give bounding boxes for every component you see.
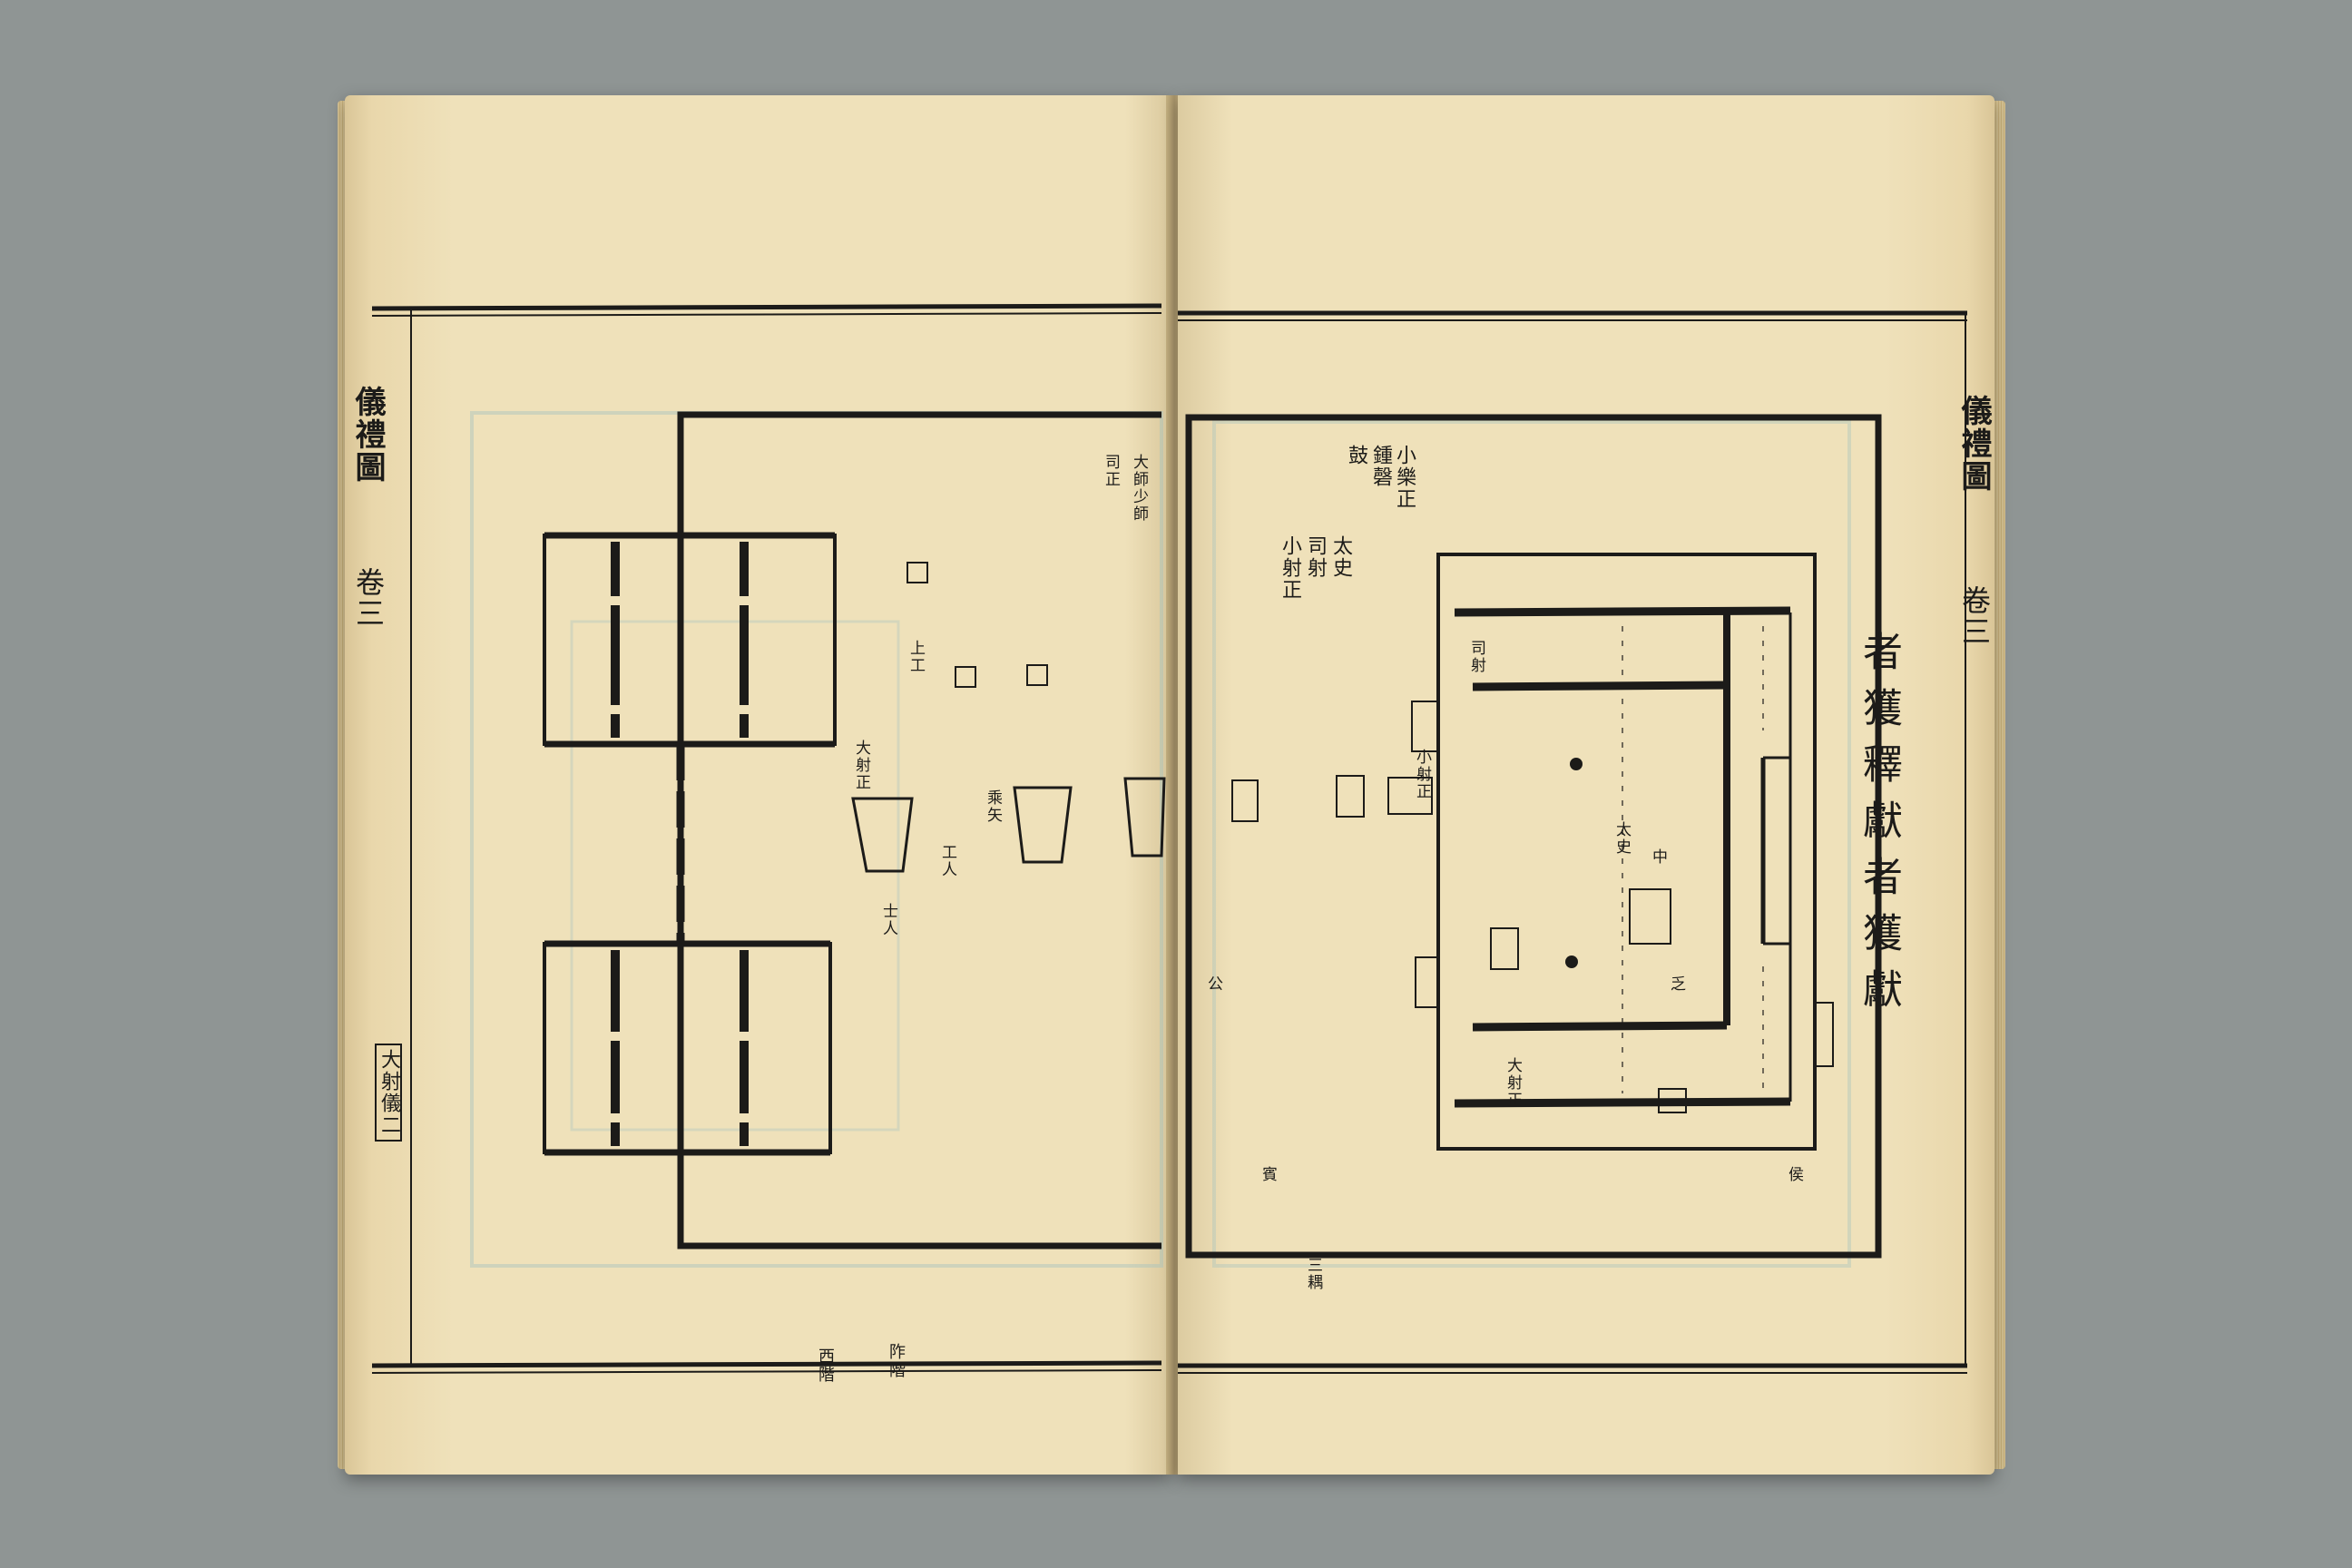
left-margin-title: 儀禮圖 xyxy=(349,386,386,484)
left-annotation-3: 上工 xyxy=(906,640,925,674)
left-annotation-1: 大師少師 xyxy=(1130,454,1148,523)
left-annotation-4: 大射正 xyxy=(852,740,870,791)
right-annotation-2: 司射 xyxy=(1467,640,1485,674)
right-page: 儀禮圖 卷三 者獲釋獻者獲獻 小樂正 鍾磬 鼓 太史 司射 小射正 太史 司射 … xyxy=(1178,95,1994,1475)
right-header-2: 鍾磬 xyxy=(1369,445,1392,488)
right-annotation-1: 太史 xyxy=(1612,821,1631,856)
right-annotation-10: 中 xyxy=(1649,848,1667,866)
right-annotation-4: 大射正 xyxy=(1504,1057,1522,1109)
right-annotation-5: 三耦 xyxy=(1304,1257,1322,1291)
left-annotation-6: 工人 xyxy=(938,844,956,878)
right-heading-column: 者獲釋獻者獲獻 xyxy=(1856,631,1902,1024)
left-bottom-mark-2: 西階 xyxy=(816,1348,835,1384)
left-section-label: 大射儀二 xyxy=(375,1044,402,1142)
right-header-1: 小樂正 xyxy=(1393,445,1416,510)
open-book: 儀禮圖 卷三 大射儀二 大師少師 司正 上工 大射正 乘矢 工人 士人 阼階 西… xyxy=(338,95,2005,1475)
right-header-4: 太史 xyxy=(1329,535,1352,579)
right-header-6: 小射正 xyxy=(1279,535,1301,601)
left-annotation-7: 士人 xyxy=(879,903,897,937)
left-volume-mark: 卷三 xyxy=(351,567,386,629)
right-header-5: 司射 xyxy=(1304,535,1327,579)
right-annotation-9: 侯 xyxy=(1785,1166,1803,1183)
right-header-3: 鼓 xyxy=(1345,445,1367,466)
right-annotation-7: 公 xyxy=(1204,975,1222,993)
left-annotation-5: 乘矢 xyxy=(984,789,1002,824)
right-volume-mark: 卷三 xyxy=(1957,585,1992,647)
right-annotation-8: 乏 xyxy=(1667,975,1685,993)
right-plan-diagram xyxy=(1178,310,1967,1374)
left-page: 儀禮圖 卷三 大射儀二 大師少師 司正 上工 大射正 乘矢 工人 士人 阼階 西… xyxy=(345,95,1171,1475)
right-annotation-3: 小射正 xyxy=(1413,749,1431,800)
left-bottom-mark-1: 阼階 xyxy=(887,1343,906,1379)
right-annotation-6: 賓 xyxy=(1259,1166,1277,1183)
page-edges-right xyxy=(1991,101,2005,1469)
right-margin-title: 儀禮圖 xyxy=(1955,395,1992,493)
left-plan-diagram xyxy=(371,303,1166,1374)
left-annotation-2: 司正 xyxy=(1102,454,1120,488)
